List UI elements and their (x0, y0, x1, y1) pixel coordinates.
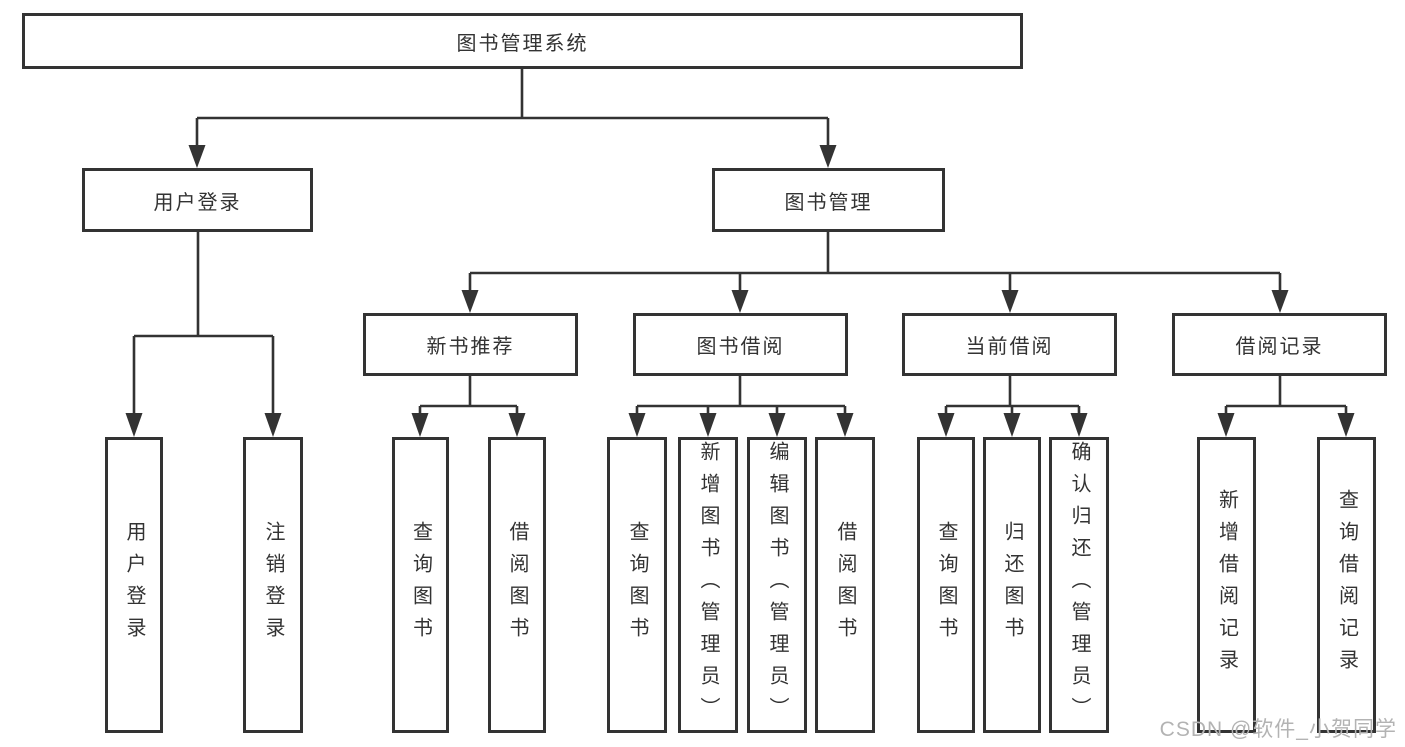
node-label: 新书推荐 (426, 336, 515, 358)
node-label: 查询借阅记录 (1335, 489, 1358, 681)
node-label: 查询图书 (626, 521, 648, 649)
node-label: 图书借阅 (696, 336, 785, 358)
node-label: 归还图书 (1001, 521, 1023, 649)
leaf-return-books: 归还图书 (983, 437, 1041, 733)
node-borrow-records: 借阅记录 (1172, 313, 1387, 376)
leaf-confirm-return-admin: 确认归还（管理员） (1049, 437, 1109, 733)
node-label: 借阅图书 (834, 521, 856, 649)
node-label: 用户登录 (123, 521, 145, 649)
node-current-borrowing: 当前借阅 (902, 313, 1117, 376)
watermark: CSDN @软件_小贺同学 (1159, 718, 1397, 741)
node-label: 借阅记录 (1235, 336, 1324, 358)
node-label: 编辑图书（管理员） (766, 441, 788, 729)
leaf-query-books-borrowing: 查询图书 (607, 437, 667, 733)
leaf-query-books-recommend: 查询图书 (392, 437, 449, 733)
node-user-login-branch: 用户登录 (82, 168, 313, 232)
leaf-add-borrow-record: 新增借阅记录 (1197, 437, 1256, 733)
node-label: 图书管理系统 (456, 32, 589, 55)
leaf-borrow-books: 借阅图书 (815, 437, 875, 733)
leaf-query-borrow-record: 查询借阅记录 (1317, 437, 1376, 733)
node-label: 确认归还（管理员） (1068, 441, 1090, 729)
node-label: 查询图书 (409, 521, 432, 649)
leaf-borrow-books-recommend: 借阅图书 (488, 437, 546, 733)
node-label: 当前借阅 (965, 336, 1054, 358)
node-label: 查询图书 (935, 521, 957, 649)
leaf-query-books-current: 查询图书 (917, 437, 975, 733)
leaf-user-login: 用户登录 (105, 437, 163, 733)
node-label: 新增图书（管理员） (697, 441, 719, 729)
node-label: 新增借阅记录 (1215, 489, 1238, 681)
node-book-management-branch: 图书管理 (712, 168, 945, 232)
node-root-library-system: 图书管理系统 (22, 13, 1023, 69)
leaf-logout: 注销登录 (243, 437, 303, 733)
leaf-add-books-admin: 新增图书（管理员） (678, 437, 738, 733)
node-label: 借阅图书 (506, 521, 528, 649)
node-label: 注销登录 (262, 521, 284, 649)
leaf-edit-books-admin: 编辑图书（管理员） (747, 437, 807, 733)
node-new-book-recommend: 新书推荐 (363, 313, 578, 376)
node-label: 用户登录 (153, 191, 242, 214)
node-book-borrowing: 图书借阅 (633, 313, 848, 376)
node-label: 图书管理 (784, 191, 873, 214)
